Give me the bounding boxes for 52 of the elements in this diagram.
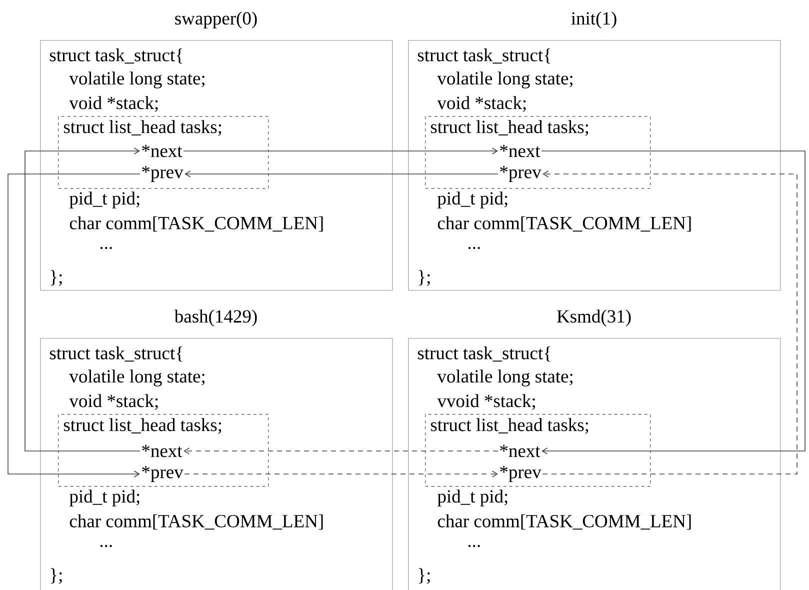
code-line: volatile long state; [69,72,204,88]
arrow [24,148,140,452]
code-line: void *stack; [437,96,526,112]
code-line: void *stack; [69,394,158,410]
code-line: struct list_head tasks; [64,418,222,434]
code-line: char comm[TASK_COMM_LEN] [438,216,691,232]
arrow [183,148,498,154]
process-name: bash(1429) [174,310,257,326]
code-line: volatile long state; [437,370,572,386]
code-line: struct task_struct{ [418,346,550,362]
pointer-field: *prev [142,166,184,182]
pointer-field: *next [142,444,182,458]
process-name: swapper(0) [175,12,257,28]
code-line: volatile long state; [437,72,572,88]
code-line: char comm[TASK_COMM_LEN] [70,216,323,232]
code-line: }; [50,568,62,584]
code-line: }; [50,270,62,286]
arrow [542,170,798,474]
pointer-field: *next [500,444,540,458]
code-line: struct list_head tasks; [430,418,588,434]
code-line: ... [468,246,480,250]
code-line: volatile long state; [69,370,204,386]
code-line: char comm[TASK_COMM_LEN] [70,514,323,530]
code-line: ... [100,544,112,548]
code-line: }; [418,270,430,286]
code-line: struct list_head tasks; [64,120,222,136]
code-line: struct task_struct{ [418,48,550,64]
code-line: vvoid *stack; [437,394,535,410]
pointer-field: *next [142,144,182,158]
arrow [184,448,498,454]
code-line: pid_t pid; [438,490,508,506]
pointer-field: *prev [500,466,542,482]
code-line: ... [100,246,112,250]
process-name: Ksmd(31) [557,310,631,326]
code-line: void *stack; [69,96,158,112]
code-line: pid_t pid; [70,490,140,506]
arrow [8,174,140,478]
pointer-field: *next [500,144,540,158]
arrow [184,470,498,478]
pointer-field: *prev [142,466,184,482]
code-line: struct list_head tasks; [430,120,588,136]
arrow [541,150,806,454]
arrow [184,170,498,178]
process-name: init(1) [571,12,616,28]
code-line: ... [468,544,480,548]
code-line: char comm[TASK_COMM_LEN] [438,514,691,530]
pointer-field: *prev [500,166,542,182]
code-line: struct task_struct{ [50,48,182,64]
code-line: }; [418,568,430,584]
code-line: struct task_struct{ [50,346,182,362]
code-line: pid_t pid; [438,192,508,208]
code-line: pid_t pid; [70,192,140,208]
